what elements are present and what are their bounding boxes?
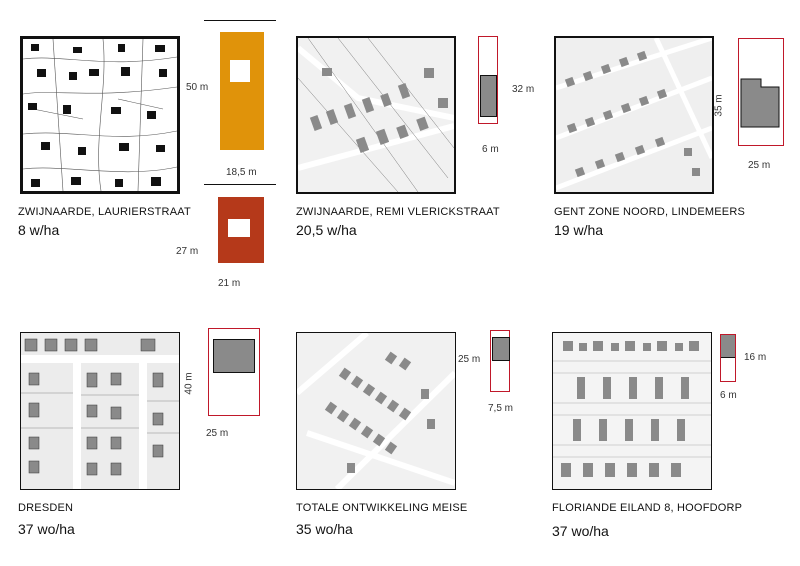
plot-meise — [490, 330, 510, 392]
density-remi: 20,5 w/ha — [296, 222, 357, 238]
top-rule — [204, 20, 276, 21]
caption-meise: TOTALE ONTWIKKELING MEISE — [296, 502, 468, 514]
plot-floriande-height: 16 m — [744, 352, 767, 363]
density-lindemeers: 19 w/ha — [554, 222, 604, 238]
caption-remi: ZWIJNAARDE, REMI VLERICKSTRAAT — [296, 206, 500, 218]
plot-meise-height: 25 m — [458, 354, 481, 365]
density-laurierstraat: 8 w/ha — [18, 222, 60, 238]
plot-dresden-height: 40 m — [183, 372, 195, 395]
map-remi-vlerickstraat — [296, 36, 456, 194]
plot-lindemeers — [738, 38, 784, 146]
plot-a-width: 18,5 m — [226, 167, 257, 178]
density-dresden: 37 wo/ha — [18, 521, 75, 537]
plot-lindemeers-height: 35 m — [713, 94, 725, 117]
plot-laurierstraat-b — [218, 197, 264, 263]
map-laurierstraat — [20, 36, 180, 194]
plot-dresden-width: 25 m — [206, 428, 229, 439]
plot-a-height: 50 m — [186, 82, 209, 93]
plot-floriande — [720, 334, 736, 382]
mid-rule — [204, 184, 276, 185]
plot-dresden — [208, 328, 260, 416]
caption-floriande: FLORIANDE EILAND 8, HOOFDORP — [552, 502, 743, 514]
plot-floriande-width: 6 m — [720, 390, 737, 401]
map-lindemeers — [554, 36, 714, 194]
map-dresden — [20, 332, 180, 490]
plot-remi-width: 6 m — [482, 144, 499, 155]
caption-dresden: DRESDEN — [18, 502, 74, 514]
plot-laurierstraat-a — [220, 32, 264, 150]
plot-b-height: 27 m — [176, 246, 199, 257]
plot-remi-height: 32 m — [512, 84, 535, 95]
caption-laurierstraat: ZWIJNAARDE, LAURIERSTRAAT — [18, 206, 191, 218]
density-floriande: 37 wo/ha — [552, 523, 609, 539]
map-meise — [296, 332, 456, 490]
map-floriande — [552, 332, 712, 490]
plot-lindemeers-width: 25 m — [748, 160, 771, 171]
caption-lindemeers: GENT ZONE NOORD, LINDEMEERS — [554, 206, 745, 218]
plot-remi — [478, 36, 498, 124]
plot-meise-width: 7,5 m — [488, 403, 514, 414]
density-meise: 35 wo/ha — [296, 521, 353, 537]
plot-b-width: 21 m — [218, 278, 241, 289]
